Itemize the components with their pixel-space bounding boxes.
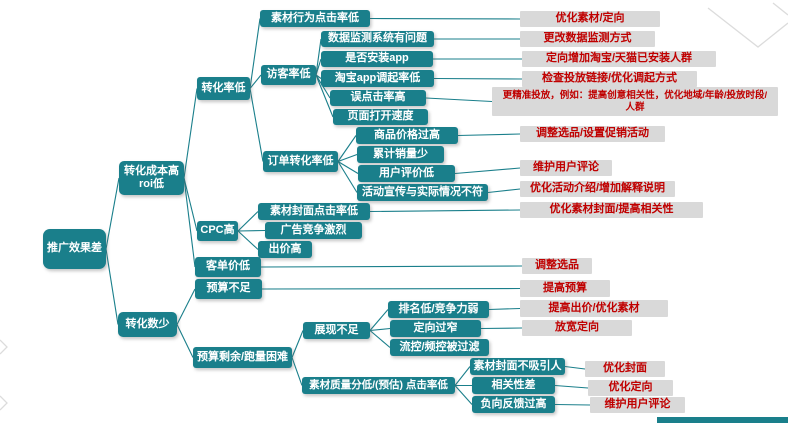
mindmap-node-taobao: 淘宝app调起率低: [321, 70, 434, 87]
edge-remain-quality: [291, 357, 303, 386]
mindmap-node-impr: 展现不足: [303, 322, 370, 339]
mindmap-node-s_misclick: 更精准投放，例如：提高创意相关性，优化地域/年龄/投放时段/ 人群: [492, 87, 778, 116]
decoration-line-3: [0, 395, 8, 411]
mindmap-node-monitor: 数据监测系统有问题: [321, 31, 434, 47]
edge-cpc-coverclick: [237, 211, 259, 232]
mindmap-node-count: 转化数少: [118, 312, 177, 337]
mindmap-node-rank: 排名低/竞争力弱: [388, 301, 489, 318]
mindmap-node-cvr: 转化率低: [197, 77, 250, 100]
edge-matclick-s_mat: [369, 17, 521, 20]
edge-cpc-compete: [237, 229, 266, 232]
decoration-line-2: [0, 339, 8, 355]
mindmap-node-s_review: 维护用户评论: [520, 160, 612, 176]
edge-misclick-s_misclick: [425, 97, 493, 103]
mindmap-node-root: 推广效果差: [43, 229, 106, 269]
edge-price-s_item: [260, 265, 523, 268]
mindmap-node-matclick: 素材行为点击率低: [260, 10, 370, 27]
mindmap-node-rel: 相关性差: [472, 377, 555, 394]
mindmap-node-s_monitor: 更改数据监测方式: [520, 31, 655, 47]
edge-coverbad-s_coverbad: [564, 365, 586, 370]
edge-taobao-s_taobao: [433, 77, 523, 80]
edge-cost-cpc: [183, 177, 198, 232]
edge-impr-rank: [369, 309, 389, 331]
mindmap-node-compete: 广告竞争激烈: [265, 222, 362, 239]
mindmap-node-cpc: CPC高: [197, 221, 238, 241]
edge-root-cost: [105, 177, 120, 250]
mindmap-node-speed: 页面打开速度: [333, 109, 428, 125]
mindmap-node-flow: 流控/频控被过滤: [390, 339, 489, 356]
edge-cvr-visit: [249, 74, 262, 89]
edge-rel-s_rel: [554, 384, 589, 389]
decoration-line-1: [772, 2, 788, 16]
mindmap-node-visit: 访客率低: [261, 65, 316, 85]
mindmap-node-s_rank: 提高出价/优化素材: [520, 300, 668, 317]
mindmap-node-bid: 出价高: [258, 241, 312, 258]
edge-order-review: [337, 161, 359, 174]
edge-impr-flow: [369, 330, 391, 348]
edge-negative-s_neg: [554, 403, 591, 406]
mindmap-node-pricehigh: 商品价格过高: [356, 127, 458, 144]
mindmap-node-review: 用户评价低: [358, 165, 455, 182]
mindmap-node-coverbad: 素材封面不吸引人: [470, 358, 565, 375]
mindmap-node-promo: 活动宣传与实际情况不符: [357, 184, 488, 201]
mindmap-node-misclick: 误点击率高: [330, 90, 426, 106]
mindmap-node-s_item: 调整选品: [522, 258, 592, 274]
mindmap-node-s_promo: 优化活动介绍/增加解释说明: [520, 181, 675, 197]
edge-visit-app: [315, 58, 322, 76]
mindmap-node-s_taobao: 检查投放链接/优化调起方式: [522, 71, 697, 87]
edge-cost-price: [183, 177, 196, 268]
edge-cvr-order: [249, 88, 264, 162]
edge-count-remain: [176, 324, 194, 358]
edge-rank-s_rank: [488, 307, 521, 311]
edge-cpc-bid: [237, 230, 259, 250]
edge-order-promo: [337, 161, 358, 193]
mindmap-node-budget: 预算不足: [195, 279, 262, 299]
edge-remain-impr: [291, 330, 304, 358]
mindmap-node-remain: 预算剩余/跑量困难: [193, 347, 292, 368]
mindmap-node-negative: 负向反馈过高: [472, 396, 555, 413]
mindmap-node-s_price: 调整选品/设置促销活动: [520, 126, 665, 142]
bottom-accent-bar: [657, 417, 788, 423]
edge-budget-s_budget: [261, 287, 521, 290]
edge-coverclick-s_cover: [369, 209, 521, 213]
edge-quality-negative: [454, 385, 473, 405]
edge-visit-speed: [315, 74, 334, 118]
edge-visit-monitor: [315, 38, 322, 76]
mindmap-node-s_coverbad: 优化封面: [585, 361, 665, 377]
mindmap-node-cost: 转化成本高 roi低: [119, 161, 184, 195]
edge-count-budget: [176, 288, 196, 325]
mindmap-node-app: 是否安装app: [321, 51, 433, 67]
edge-cvr-matclick: [249, 18, 261, 89]
edge-review-s_review: [454, 167, 521, 175]
edge-quality-coverbad: [454, 366, 471, 386]
mindmap-node-coverclick: 素材封面点击率低: [258, 203, 370, 220]
edge-order-sales: [337, 153, 358, 163]
decoration-line-0: [707, 7, 788, 48]
mindmap-node-sales: 累计销量少: [357, 146, 444, 163]
edge-narrow-s_narrow: [480, 327, 523, 330]
mindmap-node-s_cover: 优化素材封面/提高相关性: [520, 202, 703, 218]
mindmap-node-s_rel: 优化定向: [588, 380, 673, 396]
mindmap-node-s_narrow: 放宽定向: [522, 320, 632, 336]
edge-order-pricehigh: [337, 135, 357, 162]
mindmap-node-s_neg: 维护用户评论: [590, 397, 685, 413]
mindmap-node-order: 订单转化率低: [263, 151, 338, 172]
mindmap-node-narrow: 定向过窄: [390, 320, 481, 337]
edge-promo-s_promo: [487, 188, 521, 194]
mindmap-node-price: 客单价低: [195, 257, 261, 277]
edge-impr-narrow: [369, 327, 391, 332]
mindmap-node-s_budget: 提高预算: [520, 280, 610, 297]
edge-cost-cvr: [183, 88, 198, 179]
mindmap-node-s_mat: 优化素材/定向: [520, 11, 660, 27]
edge-root-count: [105, 248, 119, 325]
mindmap-node-s_app: 定向增加淘宝/天猫已安装人群: [522, 51, 716, 67]
edge-pricehigh-s_price: [457, 133, 521, 137]
mindmap-node-quality: 素材质量分低/(预估) 点击率低: [302, 377, 455, 394]
